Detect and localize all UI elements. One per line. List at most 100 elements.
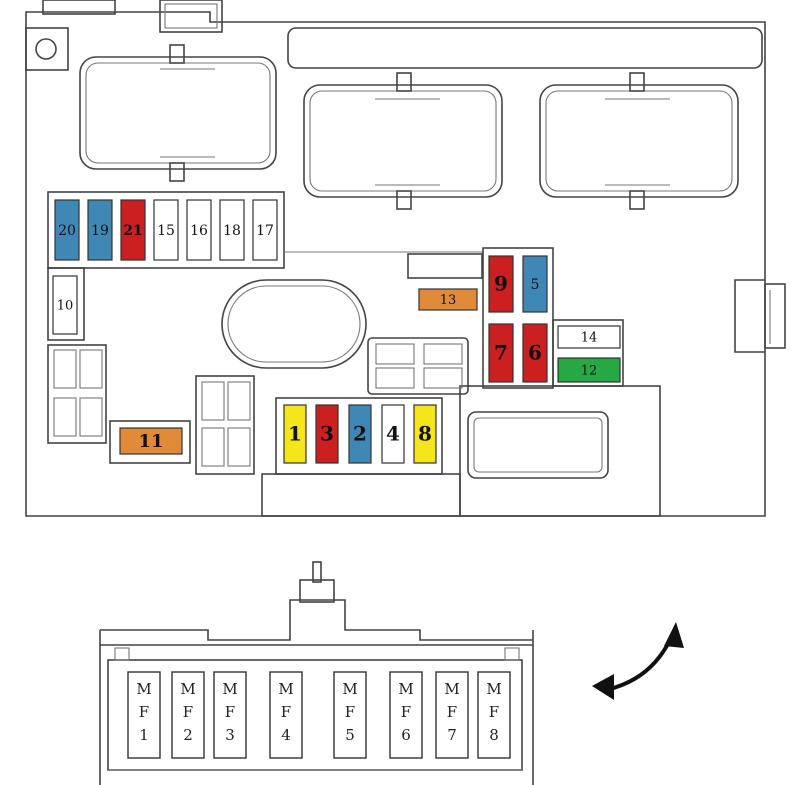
fuse-18: 18 [219,199,245,261]
fuse-2: 2 [348,404,372,464]
fuse-3: 3 [315,404,339,464]
fuse-10: 10 [52,275,78,335]
maxi-fuse-5-body [333,671,367,759]
fuse-18-body [219,199,245,261]
maxi-fuse-3-body [213,671,247,759]
fuse-7-label: 7 [494,341,508,365]
fuse-11-label: 11 [138,431,163,452]
maxi-fuse-3-label-2: F [225,703,235,721]
fuse-5-label: 5 [531,277,540,293]
fuse-20: 20 [54,199,80,261]
maxi-fuse-8-body [477,671,511,759]
maxi-fuse-5-label-1: M [342,680,357,698]
fuse-14: 14 [557,325,621,349]
fuse-1-label: 1 [288,422,302,446]
fuse-holder-frames [47,191,661,517]
relay-socket-2 [303,72,503,210]
rotation-arrow-icon [592,622,684,700]
relay-socket-3 [539,72,739,210]
fuse-7-body [488,323,514,383]
fuse-box-housing [25,0,786,517]
maxi-fuse-8-label-3: 8 [489,726,499,744]
fuse-8: 8 [413,404,437,464]
maxi-fuse-6-label-2: F [401,703,411,721]
fuse-13-label: 13 [440,293,457,308]
maxi-fuse-7-body [435,671,469,759]
fuse-17-body [252,199,278,261]
fuse-8-body [413,404,437,464]
fuse-19: 19 [87,199,113,261]
fuse-16: 16 [186,199,212,261]
fuse-3-body [315,404,339,464]
maxi-fuse-3: MF 3 [213,671,247,759]
fuse-12: 12 [557,357,621,383]
relay-socket-1 [79,44,277,182]
fuse-4: 4 [381,404,405,464]
fuse-11: 11 [119,427,183,455]
fuse-17: 17 [252,199,278,261]
fuse-17-label: 17 [256,223,274,239]
maxi-fuse-4: MF4 [269,671,303,759]
fuse-2-label: 2 [353,422,367,446]
maxi-fuse-7-label-3: 7 [447,726,457,744]
maxi-fuse-6-label-1: M [398,680,413,698]
maxi-fuse-7-label-2: F [447,703,457,721]
fuse-6: 6 [522,323,548,383]
fuse-11-body [119,427,183,455]
maxi-fuse-7: MF 7 [435,671,469,759]
fuse-16-label: 16 [190,223,208,239]
fuse-21-body [120,199,146,261]
fuse-10-label: 10 [57,299,74,314]
fuse-5: 5 [522,255,548,313]
fuse-15: 15 [153,199,179,261]
maxi-fuse-1-label-1: M [136,680,151,698]
fuse-15-body [153,199,179,261]
fuse-2-body [348,404,372,464]
fuse-9-label: 9 [494,272,508,296]
maxi-fuse-7-label-1: M [444,680,459,698]
maxi-fuse-8-label-2: F [489,703,499,721]
maxi-fuse-1: MF1 [127,671,161,759]
fuse-8-label: 8 [418,422,432,446]
maxi-fuse-1-body [127,671,161,759]
fuse-20-body [54,199,80,261]
fuse-15-label: 15 [157,223,175,239]
fuse-3-label: 3 [320,422,334,446]
maxi-fuse-5-label-3: 5 [345,726,355,744]
fuse-21: 21 [120,199,146,261]
fuse-1: 1 [283,404,307,464]
fuse-21-label: 21 [123,223,142,239]
fuse-19-label: 19 [91,223,109,239]
maxi-fuse-3-label-1: M [222,680,237,698]
fuse-20-label: 20 [58,223,76,239]
fuse-7: 7 [488,323,514,383]
maxi-fuse-4-label-3: 4 [281,726,291,744]
fuse-4-body [381,404,405,464]
fuse-1-body [283,404,307,464]
fuse-9-body [488,255,514,313]
maxi-fuse-8-label-1: M [486,680,501,698]
maxi-fuse-2: MF2 [171,671,205,759]
fuse-5-body [522,255,548,313]
fuse-18-label: 18 [223,223,241,239]
maxi-fuse-5: MF5 [333,671,367,759]
fuse-9: 9 [488,255,514,313]
fuse-19-body [87,199,113,261]
maxi-fuse-1-label-3: 1 [139,726,149,744]
fuse-14-body [557,325,621,349]
fuse-10-body [52,275,78,335]
maxi-fuse-6-body [389,671,423,759]
fuse-4-label: 4 [386,422,400,446]
fuse-16-body [186,199,212,261]
fuse-6-body [522,323,548,383]
maxi-fuse-4-body [269,671,303,759]
maxi-fuse-8: MF 8 [477,671,511,759]
maxi-fuse-2-label-1: M [180,680,195,698]
maxi-fuse-6: MF6 [389,671,423,759]
maxi-fuse-2-body [171,671,205,759]
maxi-fuse-3-label-3: 3 [225,726,235,744]
fuse-14-label: 14 [581,331,598,346]
maxi-fuse-2-label-2: F [183,703,193,721]
